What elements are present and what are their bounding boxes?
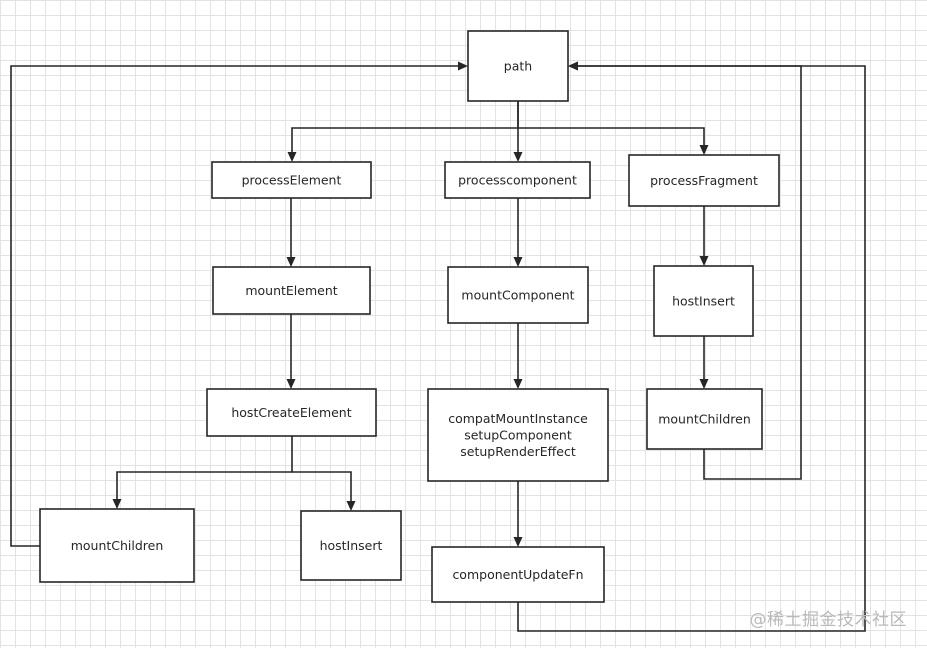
edge-line [518, 127, 705, 145]
node-componentUpdateFn: componentUpdateFn [431, 546, 605, 603]
node-mountComponent: mountComponent [447, 266, 589, 324]
edge-path-to-processFragment [518, 127, 709, 155]
node-label: mountChildren [71, 538, 164, 553]
arrowhead [112, 499, 122, 509]
arrowhead [286, 257, 296, 267]
node-label: mountChildren [658, 412, 751, 427]
edge-line [116, 436, 293, 499]
arrowhead [287, 152, 297, 162]
node-processFragment: processFragment [628, 154, 780, 207]
edge-line [10, 65, 458, 547]
edge-mountChildrenFragment-to-path [568, 61, 802, 480]
arrowhead [346, 501, 356, 511]
node-box [39, 508, 195, 583]
edge-compatMountInstance-to-componentUpdateFn [513, 481, 523, 547]
node-box [206, 388, 377, 437]
node-label: setupComponent [464, 428, 572, 443]
node-path: path [467, 30, 569, 102]
node-processcomponent: processcomponent [444, 161, 591, 199]
node-box [646, 388, 763, 450]
node-box [447, 266, 589, 324]
node-hostCreateElement: hostCreateElement [206, 388, 377, 437]
node-box [444, 161, 591, 199]
node-mountChildrenFragment: mountChildren [646, 388, 763, 450]
node-box [211, 161, 372, 199]
node-hostInsertFragment: hostInsert [653, 265, 754, 337]
arrowhead [568, 61, 578, 71]
edges-layer [10, 61, 866, 632]
edge-processFragment-to-hostInsertFragment [699, 206, 709, 266]
edge-hostInsertFragment-to-mountChildrenFragment [699, 336, 709, 389]
arrowhead [513, 537, 523, 547]
node-label: setupRenderEffect [460, 444, 576, 459]
node-label: compatMountInstance [448, 411, 588, 426]
node-box [628, 154, 780, 207]
edge-mountChildrenElement-to-path [10, 61, 468, 547]
edge-mountElement-to-hostCreateElement [286, 314, 296, 389]
edge-processcomponent-to-mountComponent [513, 198, 523, 267]
node-label: mountElement [245, 283, 337, 298]
node-mountChildrenElement: mountChildren [39, 508, 195, 583]
node-label: componentUpdateFn [452, 567, 583, 582]
node-box [431, 546, 605, 603]
edge-line [291, 101, 519, 152]
node-label: hostInsert [672, 294, 735, 309]
node-label: hostInsert [320, 538, 383, 553]
node-label: mountComponent [461, 288, 574, 303]
node-mountElement: mountElement [212, 266, 371, 315]
edge-path-to-processElement [287, 101, 519, 162]
edge-processElement-to-mountElement [286, 198, 296, 267]
node-compatMountInstance: compatMountInstance setupComponentsetupRe… [427, 388, 609, 482]
arrowhead [513, 152, 523, 162]
node-label: processElement [242, 173, 342, 188]
edge-line [292, 471, 352, 501]
node-box [427, 388, 609, 482]
node-label: processcomponent [458, 173, 577, 188]
node-processElement: processElement [211, 161, 372, 199]
arrowhead [699, 256, 709, 266]
node-box [653, 265, 754, 337]
arrowhead [513, 257, 523, 267]
node-label: processFragment [650, 173, 758, 188]
arrowhead [286, 379, 296, 389]
node-box [300, 510, 402, 581]
arrowhead [513, 379, 523, 389]
edge-hostCreateElement-to-hostInsertElement [292, 471, 356, 511]
edge-hostCreateElement-to-mountChildrenElement [112, 436, 293, 509]
edge-line [578, 65, 802, 480]
watermark: @稀土掘金技术社区 [749, 610, 907, 630]
edge-componentUpdateFn-to-path [517, 61, 866, 632]
node-box [467, 30, 569, 102]
node-label: path [504, 59, 532, 74]
edge-mountComponent-to-compatMountInstance [513, 323, 523, 389]
node-hostInsertElement: hostInsert [300, 510, 402, 581]
edge-path-to-processcomponent [513, 101, 523, 162]
arrowhead [699, 145, 709, 155]
arrowhead [458, 61, 468, 71]
nodes-layer: path processElement processcomponent proces… [39, 30, 780, 603]
arrowhead [699, 379, 709, 389]
node-label: hostCreateElement [231, 405, 351, 420]
node-box [212, 266, 371, 315]
